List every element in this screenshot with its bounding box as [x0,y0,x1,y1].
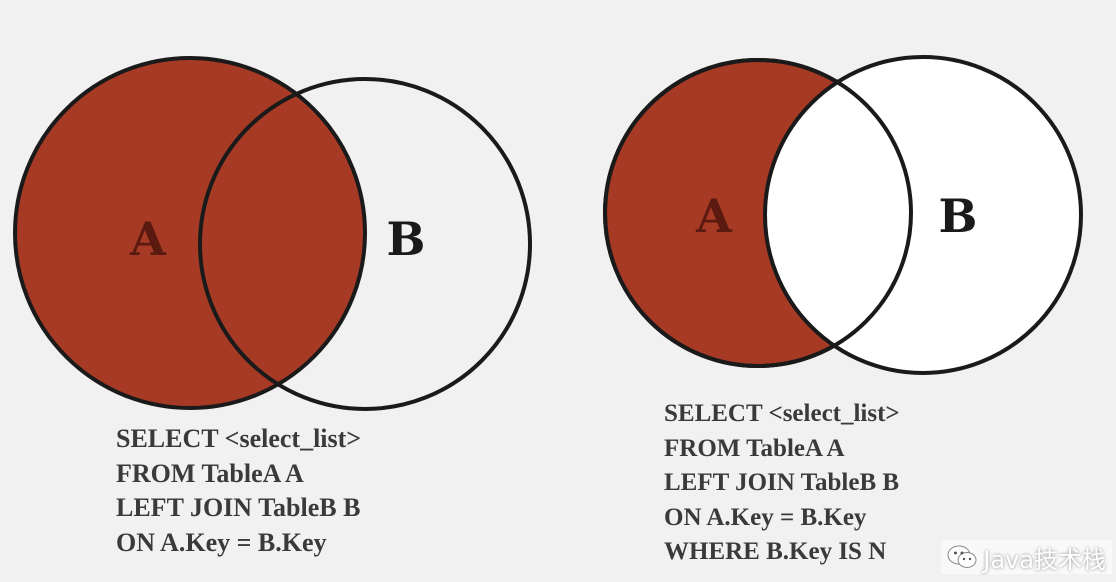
watermark: Java技术栈 [941,540,1112,574]
left-venn: A B [13,56,532,411]
right-sql-line-4: ON A.Key = B.Key [664,503,867,531]
left-sql-line-1: SELECT <select_list> [116,424,362,453]
right-label-a: A [695,189,733,243]
right-sql-line-3: LEFT JOIN TableB B [664,469,900,496]
left-sql-line-4: ON A.Key = B.Key [116,527,327,557]
left-circle-a [13,56,367,410]
right-intersection-cutout [765,57,1081,373]
left-sql-line-2: FROM TableA A [116,458,304,488]
left-sql-query: SELECT <select_list> FROM TableA A LEFT … [116,422,361,560]
right-label-b: B [939,189,978,243]
right-circle-b [763,55,1083,375]
left-label-a: A [129,212,167,266]
right-circle-a-outline [603,58,913,368]
left-circle-b [198,77,532,411]
right-sql-line-2: FROM TableA A [664,434,845,462]
left-label-b: B [387,212,426,266]
right-sql-query: SELECT <select_list> FROM TableA A LEFT … [664,397,900,570]
left-sql-line-3: LEFT JOIN TableB B [116,493,361,522]
right-sql-line-1: SELECT <select_list> [664,400,900,427]
right-venn: A B [603,55,1083,375]
right-sql-line-5: WHERE B.Key IS N [664,538,887,565]
wechat-icon [947,544,977,570]
watermark-text: Java技术栈 [983,545,1106,574]
